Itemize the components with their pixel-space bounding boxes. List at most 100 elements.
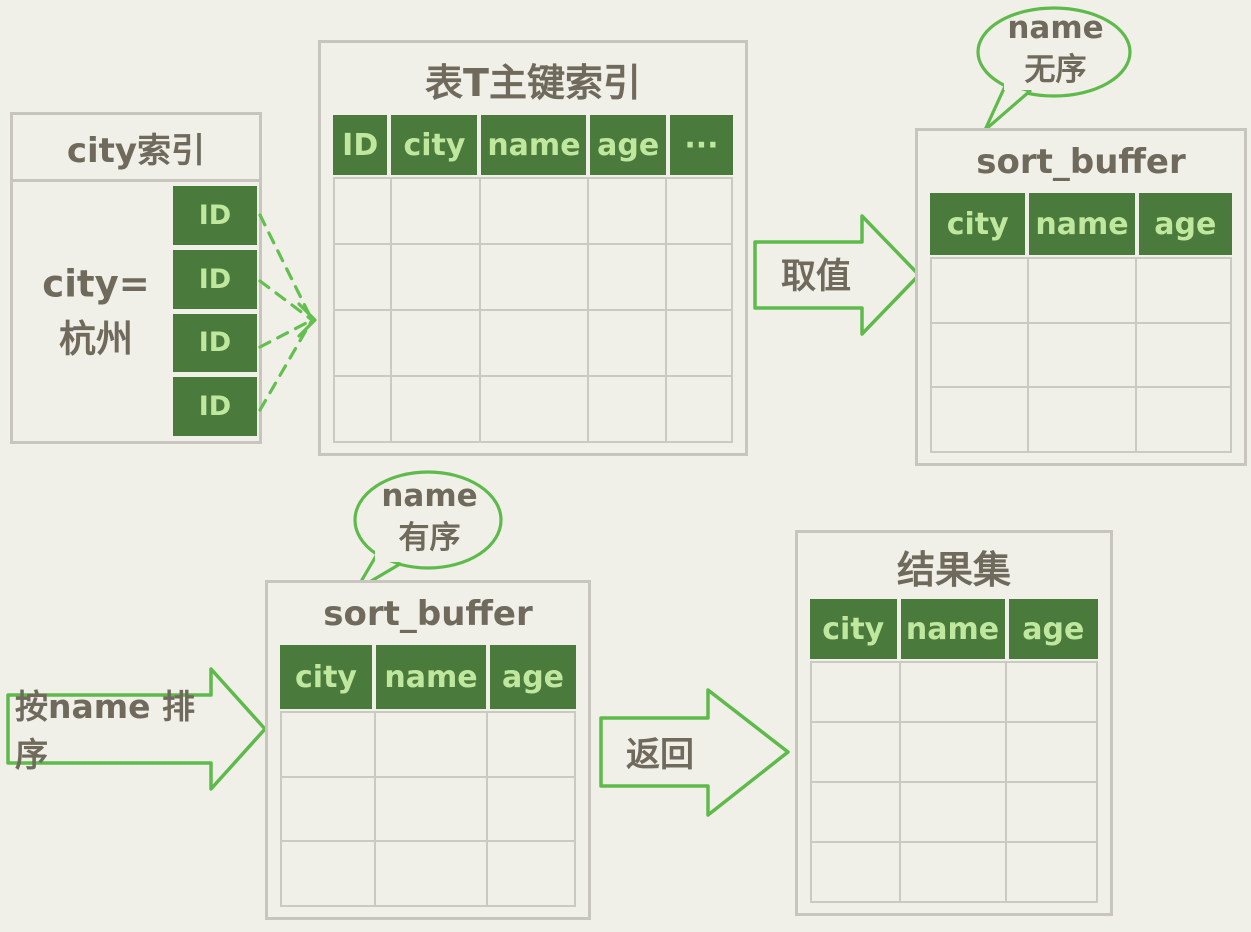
id-cell: ID: [173, 186, 257, 245]
fetch-arrow: [753, 214, 921, 336]
sort-buffer-table-sorted: sort_buffer city name age: [265, 580, 591, 920]
empty-cell: [900, 663, 1005, 721]
empty-cell: [667, 311, 731, 375]
column-header-cell: age: [1138, 193, 1232, 255]
city-index-body: city= 杭州 ID ID ID ID: [13, 182, 259, 441]
empty-cell: [1006, 723, 1096, 781]
sort-buffer-sorted-title: sort_buffer: [323, 594, 533, 634]
empty-cell: [1136, 259, 1230, 322]
column-header-cell: age: [590, 115, 666, 175]
empty-cell: [900, 723, 1005, 781]
fetch-arrow-label: 取值: [780, 256, 851, 297]
primary-key-empty-grid: [333, 177, 733, 443]
result-set-table: 结果集 city name age: [795, 530, 1113, 916]
empty-cell: [932, 388, 1028, 451]
column-header-cell: name: [1029, 193, 1135, 255]
return-arrow: [599, 688, 790, 817]
empty-cell: [589, 311, 666, 375]
speech-bubble-sorted: [353, 470, 503, 592]
empty-cell: [392, 377, 479, 441]
primary-key-title: 表T主键索引: [425, 60, 641, 105]
result-set-title: 结果集: [896, 547, 1011, 592]
empty-cell: [335, 377, 390, 441]
empty-cell: [812, 663, 899, 721]
column-header-cell: city: [930, 193, 1026, 255]
condition-line2: 杭州: [59, 317, 133, 361]
city-index-title: city索引: [13, 115, 259, 182]
empty-cell: [1029, 323, 1135, 387]
dashed-connector: [258, 213, 317, 412]
empty-cell: [392, 245, 479, 309]
return-arrow-label: 返回: [626, 734, 694, 775]
column-header-cell: ID: [333, 115, 388, 175]
empty-cell: [392, 311, 479, 375]
bubble-unsorted-line1: name: [1007, 10, 1104, 46]
condition-line1: city=: [42, 262, 150, 305]
empty-cell: [480, 179, 588, 243]
empty-cell: [1136, 323, 1230, 387]
column-header-cell: city: [391, 115, 478, 175]
sort-buffer-sorted-header: city name age: [280, 645, 576, 709]
empty-cell: [812, 843, 899, 901]
city-index-table: city索引 city= 杭州 ID ID ID ID: [10, 112, 262, 444]
primary-key-table: 表T主键索引 ID city name age ···: [318, 40, 748, 456]
id-cell: ID: [173, 313, 257, 373]
column-header-cell: name: [376, 645, 486, 709]
sort-buffer-sorted-empty-grid: [280, 711, 576, 907]
sort-arrow: [6, 667, 267, 791]
empty-cell: [1029, 388, 1135, 451]
bubble-unsorted-line2: 无序: [1024, 51, 1087, 88]
empty-cell: [335, 311, 390, 375]
empty-cell: [282, 777, 374, 841]
empty-cell: [589, 377, 666, 441]
empty-cell: [667, 377, 731, 441]
empty-cell: [589, 245, 666, 309]
empty-cell: [376, 842, 486, 905]
empty-cell: [932, 323, 1028, 387]
bubble-unsorted-text: name 无序: [988, 8, 1123, 92]
column-header-cell: age: [1008, 599, 1098, 659]
result-set-empty-grid: [810, 661, 1098, 903]
empty-cell: [1006, 843, 1096, 901]
empty-cell: [488, 842, 574, 905]
empty-cell: [900, 783, 1005, 841]
column-header-cell: name: [900, 599, 1005, 659]
id-column: ID ID ID ID: [173, 186, 257, 436]
empty-cell: [376, 777, 486, 841]
bubble-sorted-text: name 有序: [362, 476, 497, 560]
empty-cell: [667, 245, 731, 309]
empty-cell: [282, 713, 374, 776]
empty-cell: [488, 777, 574, 841]
condition-label: city= 杭州: [21, 256, 171, 367]
empty-cell: [480, 311, 588, 375]
empty-cell: [480, 245, 588, 309]
speech-bubble-unsorted: [976, 6, 1132, 132]
empty-cell: [488, 713, 574, 776]
sort-buffer-unsorted-header: city name age: [930, 193, 1232, 255]
empty-cell: [589, 179, 666, 243]
empty-cell: [932, 259, 1028, 322]
column-header-cell: ···: [669, 115, 733, 175]
result-set-header: city name age: [810, 599, 1098, 659]
column-header-cell: city: [810, 599, 897, 659]
empty-cell: [812, 783, 899, 841]
empty-cell: [392, 179, 479, 243]
empty-cell: [1006, 783, 1096, 841]
id-cell: ID: [173, 249, 257, 309]
empty-cell: [282, 842, 374, 905]
empty-cell: [1029, 259, 1135, 322]
empty-cell: [335, 245, 390, 309]
bubble-sorted-line2: 有序: [398, 519, 461, 556]
empty-cell: [812, 723, 899, 781]
empty-cell: [1136, 388, 1230, 451]
empty-cell: [900, 843, 1005, 901]
sort-buffer-unsorted-empty-grid: [930, 257, 1232, 453]
sort-arrow-label: 按name 排序: [15, 687, 196, 774]
column-header-cell: name: [481, 115, 587, 175]
primary-key-header: ID city name age ···: [333, 115, 733, 175]
column-header-cell: age: [490, 645, 576, 709]
bubble-sorted-line1: name: [381, 478, 478, 514]
sort-buffer-table-unsorted: sort_buffer city name age: [915, 128, 1247, 466]
empty-cell: [1006, 663, 1096, 721]
